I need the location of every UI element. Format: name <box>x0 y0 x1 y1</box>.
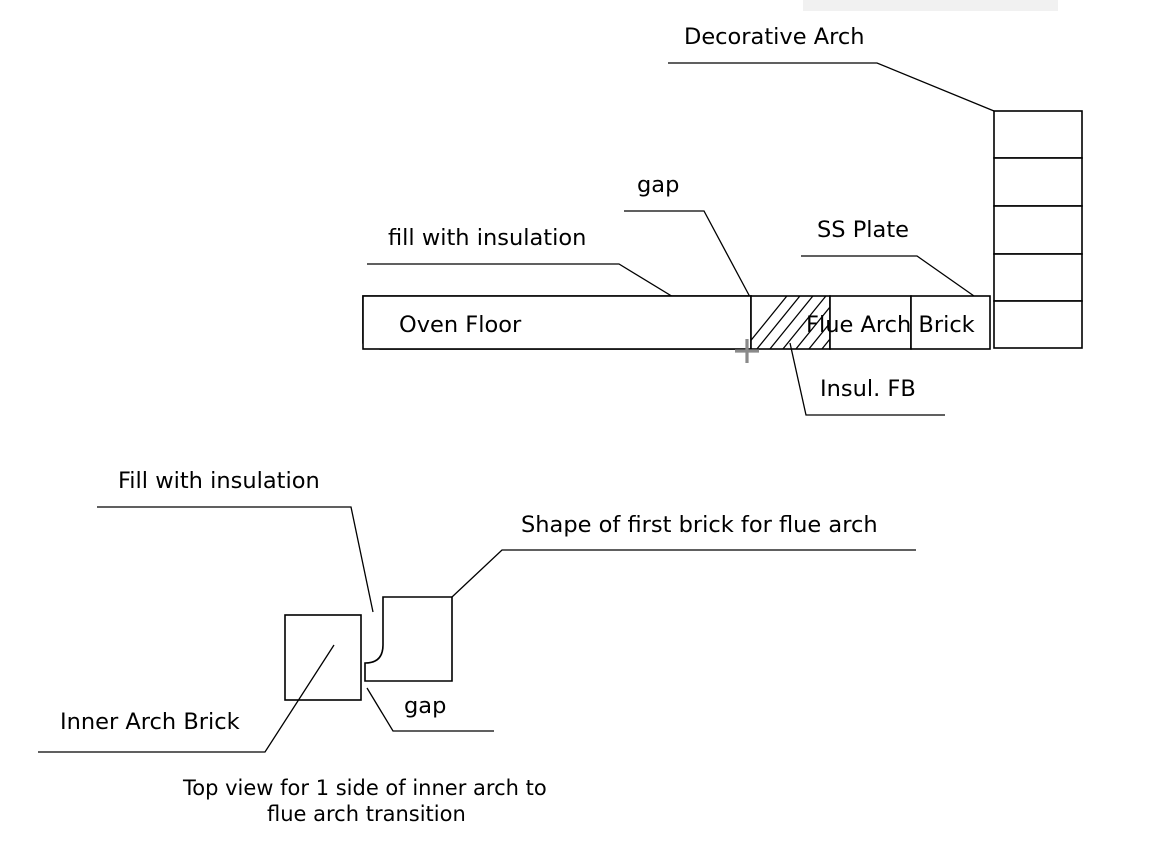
shape-of-first-brick-label: Shape of first brick for flue arch <box>521 512 878 538</box>
decorative-arch-column <box>993 110 1083 349</box>
gap-leader-lower <box>366 687 494 732</box>
flue-arch-brick-label: Flue Arch Brick <box>806 312 975 338</box>
decorative-arch-course-1 <box>993 110 1083 159</box>
gap-label-upper: gap <box>637 172 680 198</box>
gap-label-lower: gap <box>404 693 447 719</box>
gap-leader-upper <box>624 210 751 298</box>
fill-with-insulation-leader-lower <box>97 506 374 613</box>
insul-fb-leader <box>789 342 945 416</box>
insul-fb-label: Insul. FB <box>820 376 916 402</box>
fill-with-insulation-label-lower: Fill with insulation <box>118 468 320 494</box>
decorative-arch-leader <box>668 62 995 112</box>
top-gray-band <box>803 0 1058 11</box>
decorative-arch-course-5 <box>993 300 1083 349</box>
decorative-arch-course-4 <box>993 253 1083 302</box>
inner-arch-brick-leader <box>38 644 335 753</box>
ss-plate-label: SS Plate <box>817 217 909 243</box>
decorative-arch-label: Decorative Arch <box>684 24 865 50</box>
shape-of-first-brick-leader <box>451 549 916 598</box>
flue-arch-brick-cell-2 <box>910 295 991 350</box>
oven-floor-label: Oven Floor <box>399 312 522 338</box>
decorative-arch-course-2 <box>993 157 1083 207</box>
first-flue-arch-brick-shape <box>364 596 453 682</box>
oven-floor-rect <box>362 295 752 350</box>
fill-with-insulation-label-upper: fill with insulation <box>388 225 587 251</box>
bottom-caption-line-1: Top view for 1 side of inner arch to <box>183 776 547 800</box>
insul-fb-hatching <box>751 296 830 349</box>
ss-plate-leader <box>801 255 975 297</box>
decorative-arch-course-3 <box>993 205 1083 255</box>
crosshair-cursor <box>735 339 759 363</box>
inner-arch-brick-shape <box>284 614 362 701</box>
bottom-caption-line-2: flue arch transition <box>267 802 466 826</box>
inner-arch-brick-label: Inner Arch Brick <box>60 709 240 735</box>
